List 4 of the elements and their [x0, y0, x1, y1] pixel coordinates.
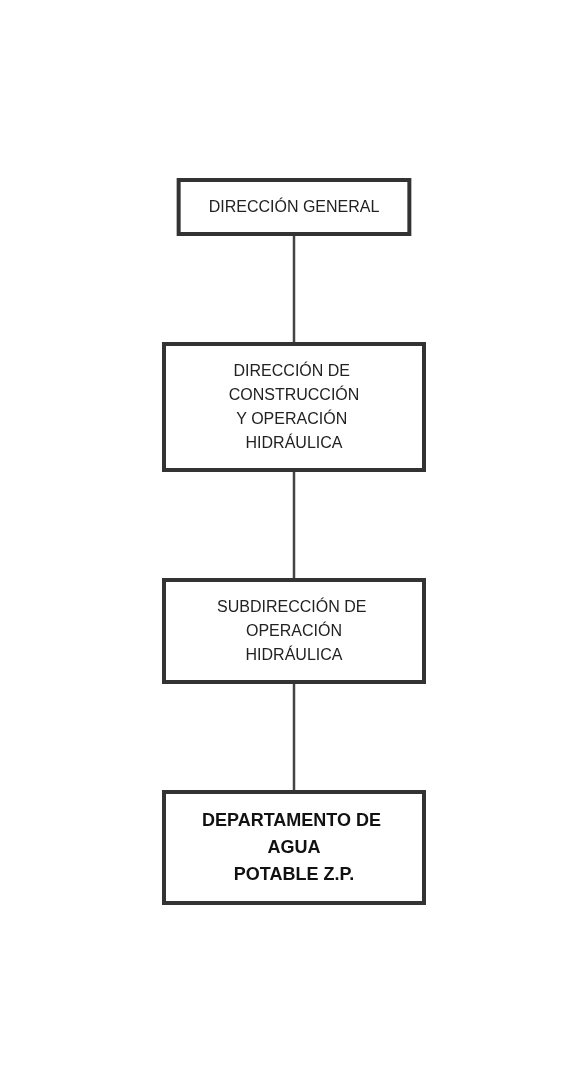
node-box: SUBDIRECCIÓN DE OPERACIÓN HIDRÁULICA: [162, 577, 426, 684]
node-box: DIRECCIÓN DE CONSTRUCCIÓN Y OPERACIÓN HIDRÁULICA: [162, 341, 426, 472]
node-box: DIRECCIÓN GENERAL: [176, 177, 412, 236]
node-box: DEPARTAMENTO DE AGUA POTABLE Z.P.: [162, 789, 426, 905]
